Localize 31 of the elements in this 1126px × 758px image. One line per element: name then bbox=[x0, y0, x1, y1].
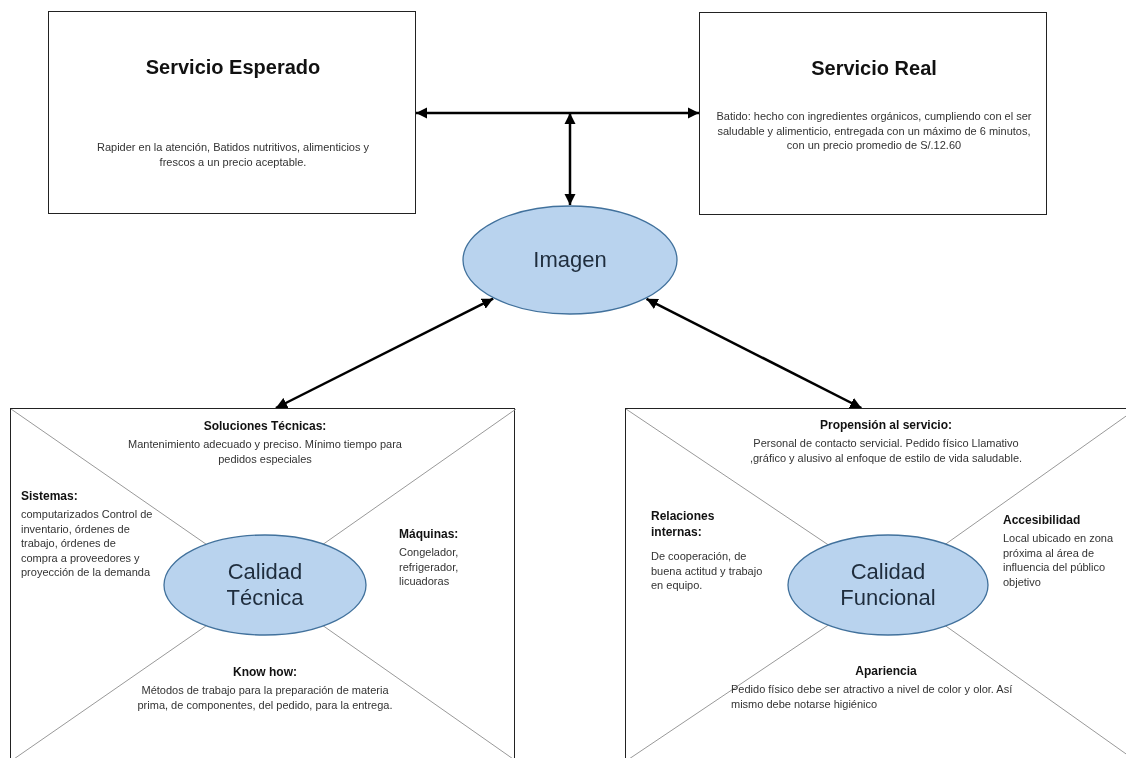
double-arrow bbox=[416, 107, 699, 119]
section-heading: Sistemas: bbox=[21, 489, 79, 505]
section-heading: Apariencia bbox=[854, 664, 918, 680]
double-arrow bbox=[275, 297, 494, 410]
section-heading: Propensión al servicio: bbox=[818, 418, 953, 434]
body-text: Congelador, refrigerador, licuadoras bbox=[399, 545, 460, 589]
body-text: Pedido físico debe ser atractivo a nivel de color y olor. Así mismo debe notarse higiénico bbox=[731, 682, 1014, 712]
text-box bbox=[48, 11, 416, 214]
body-text: Personal de contacto servicial. Pedido físico Llamativo ,gráfico y alusivo al enfoque de estilo de vida saludable. bbox=[748, 436, 1024, 466]
body-text: Local ubicado en zona próxima al área de influencia del público objetivo bbox=[1003, 531, 1115, 590]
section-heading: Soluciones Técnicas: bbox=[202, 419, 328, 435]
section-heading: Máquinas: bbox=[399, 527, 460, 543]
body-text: computarizados Control de inventario, órdenes de trabajo, órdenes de compra a proveedores y proyección de la demanda bbox=[21, 507, 153, 580]
section-heading: Relaciones internas: bbox=[651, 509, 716, 541]
body-text: Mantenimiento adecuado y preciso. Mínimo tiempo para pedidos especiales bbox=[127, 437, 403, 467]
ellipse-label: Calidad Funcional bbox=[839, 558, 937, 612]
box-title: Servicio Real bbox=[810, 56, 938, 81]
text-box bbox=[699, 12, 1047, 215]
body-text: Rapider en la atención, Batidos nutritivos, alimenticios y frescos a un precio aceptable. bbox=[95, 140, 371, 170]
double-arrow bbox=[645, 297, 862, 410]
ellipse-label: Imagen bbox=[532, 246, 608, 274]
section-heading: Accesibilidad bbox=[1003, 513, 1082, 529]
double-arrow bbox=[564, 113, 576, 205]
section-heading: Know how: bbox=[232, 665, 298, 681]
text-box bbox=[625, 408, 1126, 758]
box-title: Servicio Esperado bbox=[144, 55, 322, 80]
body-text: Métodos de trabajo para la preparación de materia prima, de componentes, del pedido, para la entrega. bbox=[136, 683, 394, 713]
ellipse-label: Calidad Técnica bbox=[225, 558, 305, 612]
text-box bbox=[10, 408, 515, 758]
body-text: Batido: hecho con ingredientes orgánicos, cumpliendo con el ser saludable y alimenticio, entregada con un máximo de 6 minutos, con un precio promedio de S/.12.60 bbox=[715, 109, 1033, 153]
body-text: De cooperación, de buena actitud y trabajo en equipo. bbox=[651, 549, 764, 593]
